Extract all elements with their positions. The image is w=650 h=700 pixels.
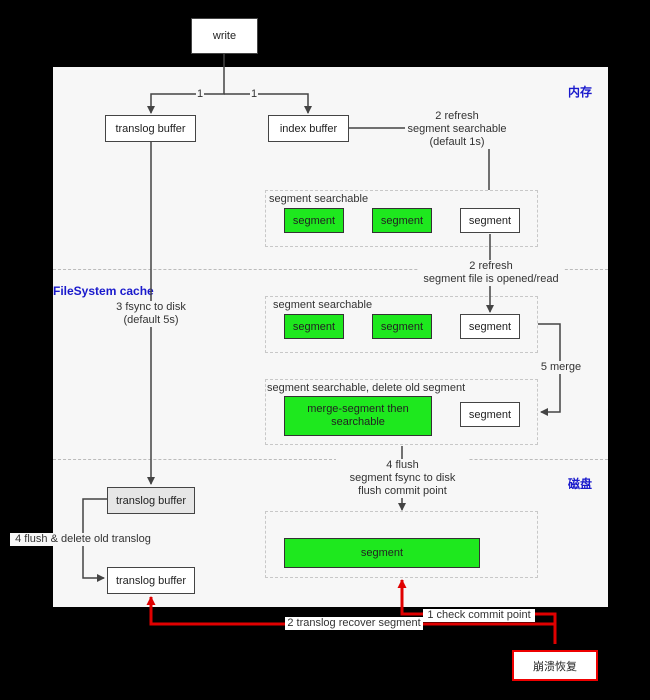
memory-segment-2: segment bbox=[372, 208, 432, 233]
edge-label-refresh-1: 2 refresh segment searchable (default 1s… bbox=[405, 110, 509, 149]
merge-segment-group-title: segment searchable, delete old segment bbox=[267, 382, 466, 394]
memory-segment-1: segment bbox=[284, 208, 344, 233]
cache-disk-divider bbox=[53, 459, 608, 460]
cache-segment-1: segment bbox=[284, 314, 344, 339]
edge-label-check-commit: 1 check commit point bbox=[423, 609, 535, 622]
edge-label-write-to-index: 1 bbox=[250, 88, 258, 101]
translog-buffer-memory: translog buffer bbox=[105, 115, 196, 142]
merged-segment: merge-segment then searchable bbox=[284, 396, 432, 436]
edge-label-merge: 5 merge bbox=[539, 361, 583, 374]
region-label-memory: 内存 bbox=[568, 85, 593, 99]
unmerged-segment: segment bbox=[460, 402, 520, 427]
disk-segment: segment bbox=[284, 538, 480, 568]
memory-segment-group bbox=[265, 190, 538, 247]
edge-label-fsync: 3 fsync to disk (default 5s) bbox=[108, 301, 194, 327]
edge-label-recover: 2 translog recover segment bbox=[285, 617, 423, 630]
merge-segment-group bbox=[265, 379, 538, 445]
edge-label-write-to-translog: 1 bbox=[196, 88, 204, 101]
translog-buffer-disk-1: translog buffer bbox=[107, 487, 195, 514]
edge-label-flush-translog: 4 flush & delete old translog bbox=[10, 533, 156, 546]
memory-segment-3: segment bbox=[460, 208, 520, 233]
index-buffer: index buffer bbox=[268, 115, 349, 142]
write-node: write bbox=[191, 18, 258, 54]
region-label-fs-cache: FileSystem cache bbox=[53, 284, 154, 298]
cache-segment-group-title: segment searchable bbox=[273, 299, 373, 311]
memory-segment-group-title: segment searchable bbox=[269, 193, 369, 205]
cache-segment-2: segment bbox=[372, 314, 432, 339]
translog-buffer-disk-2: translog buffer bbox=[107, 567, 195, 594]
crash-recovery-node: 崩溃恢复 bbox=[512, 650, 598, 681]
cache-segment-3: segment bbox=[460, 314, 520, 339]
cache-segment-group bbox=[265, 296, 538, 353]
disk-segment-group bbox=[265, 511, 538, 578]
region-label-disk: 磁盘 bbox=[568, 477, 593, 491]
edge-label-refresh-2: 2 refresh segment file is opened/read bbox=[419, 260, 563, 286]
memory-cache-divider bbox=[53, 269, 608, 270]
edge-label-flush: 4 flush segment fsync to disk flush comm… bbox=[336, 459, 469, 498]
